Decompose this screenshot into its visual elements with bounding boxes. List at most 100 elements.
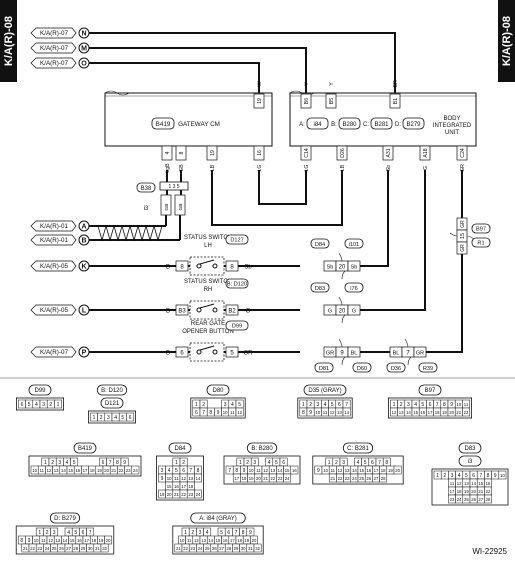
connector-pin-number: 25	[359, 476, 364, 481]
harness-label: K/A(R)-07	[40, 349, 68, 356]
connector-pin-number: 4	[35, 402, 38, 408]
connector-title-box	[96, 384, 128, 396]
connector-title: B: B280	[251, 446, 273, 452]
connector-pin-number: 21	[23, 546, 28, 551]
pin-number: A18	[423, 148, 429, 157]
connector-pin-number: 3	[316, 402, 319, 408]
connector-pin-number: 9	[217, 410, 220, 416]
connector-pin-number: 22	[30, 546, 35, 551]
wire-color: GR	[460, 164, 466, 172]
harness-pin-letter: M	[81, 46, 87, 53]
wire-color: LB	[340, 164, 346, 171]
connector-pin-number: 28	[486, 497, 491, 502]
connector-pin-number: 10	[500, 473, 505, 478]
connector-title-box	[190, 512, 246, 524]
biu-code-key: C:	[363, 122, 369, 128]
connector-cavity	[290, 465, 299, 475]
harness-pin-letter: O	[81, 61, 87, 68]
connector-pin-number: 9	[450, 402, 453, 408]
inline-break	[338, 252, 346, 280]
biu-name-line1: BODY	[443, 116, 460, 122]
connector-pin-number: 29	[81, 546, 86, 551]
gateway-code-box	[151, 117, 175, 130]
connector-pin-number: 19	[97, 468, 102, 473]
connector-pin-number: 14	[471, 481, 476, 486]
connector-pin-number: 4	[168, 468, 171, 474]
switch-contact	[196, 307, 202, 313]
connector-pin-number: 8	[235, 468, 238, 474]
connector-pin-number: 6	[82, 530, 85, 536]
connector-pin-number: 4	[67, 530, 70, 536]
connector-pin-number: 23	[345, 476, 350, 481]
twist-segment	[121, 225, 131, 242]
connector-sub-box	[100, 397, 124, 409]
connector-pin-number: 16	[174, 484, 179, 489]
connector-pin-number: 24	[352, 476, 357, 481]
connector-pin-number: 7	[235, 530, 238, 536]
connector-pin-number: 18	[91, 538, 96, 543]
harness-label: K/A(R)-01	[40, 237, 68, 244]
connector-pin-number: 18	[188, 484, 193, 489]
inline-bottom	[456, 241, 468, 255]
connector-pin-number: 6	[227, 530, 230, 536]
joint-wire: GB	[178, 204, 184, 211]
biu-code-box	[370, 117, 393, 130]
inline-pin-number: 9	[340, 351, 344, 357]
connector-pin-number: 8	[487, 473, 490, 479]
connector-pin-number: 2	[335, 460, 338, 466]
connector-title-box	[246, 442, 278, 454]
switch-title-line2: LH	[204, 243, 212, 249]
harness-pin-letter: P	[82, 350, 87, 357]
connector-pin-number: 8	[116, 460, 119, 466]
connector-cavity	[54, 399, 62, 409]
connector-cavity	[393, 465, 402, 475]
connector-cavity	[498, 470, 507, 480]
switch-pin-right	[225, 346, 239, 358]
connector-title: D35 (GRAY)	[308, 388, 341, 394]
wire-o	[89, 62, 260, 94]
connector-pin-number: 23	[188, 492, 193, 497]
inline-code: D84	[315, 242, 325, 248]
inline-wire-right: BL	[351, 351, 358, 357]
connector-pin-number: 17	[84, 538, 89, 543]
connector-pin-number: 22	[486, 489, 491, 494]
connector-pin-number: 3	[42, 402, 45, 408]
harness-pin-letter: A	[81, 224, 86, 231]
connector-pin-number: 29	[234, 546, 239, 551]
biu-code: i84	[313, 122, 322, 128]
pin-tab	[456, 145, 468, 161]
connector-pin-number: 15	[413, 410, 418, 415]
connector-pin-number: 14	[352, 468, 357, 473]
connector-pin-number: 16	[292, 468, 297, 473]
connector-pin-number: 1	[38, 530, 41, 536]
wire-color: LB	[210, 164, 216, 171]
connector-pin-number: 28	[226, 546, 231, 551]
connector-pin-number: 4	[268, 460, 271, 466]
switch-pin-left	[175, 346, 189, 358]
connector-pin-number: 25	[464, 497, 469, 502]
pin-number: D26	[340, 148, 346, 158]
harness-pin-circle	[78, 42, 90, 54]
switch-pin-right	[225, 260, 239, 272]
harness-label: K/A(R)-07	[40, 60, 68, 67]
connector-pin-number: 1	[436, 473, 439, 479]
pin-number: 19	[210, 150, 216, 156]
inline-pin-number: 7	[406, 351, 410, 357]
connector-title-box	[458, 442, 482, 454]
connector-pin-number: 17	[83, 468, 88, 473]
inline-code: D36	[391, 366, 401, 372]
connector-pin-number: 1	[44, 460, 47, 466]
wire-color: GB	[179, 164, 185, 172]
connector-pin-number: 5	[220, 530, 223, 536]
switch-contact	[212, 349, 218, 355]
pin-tab	[382, 145, 394, 161]
